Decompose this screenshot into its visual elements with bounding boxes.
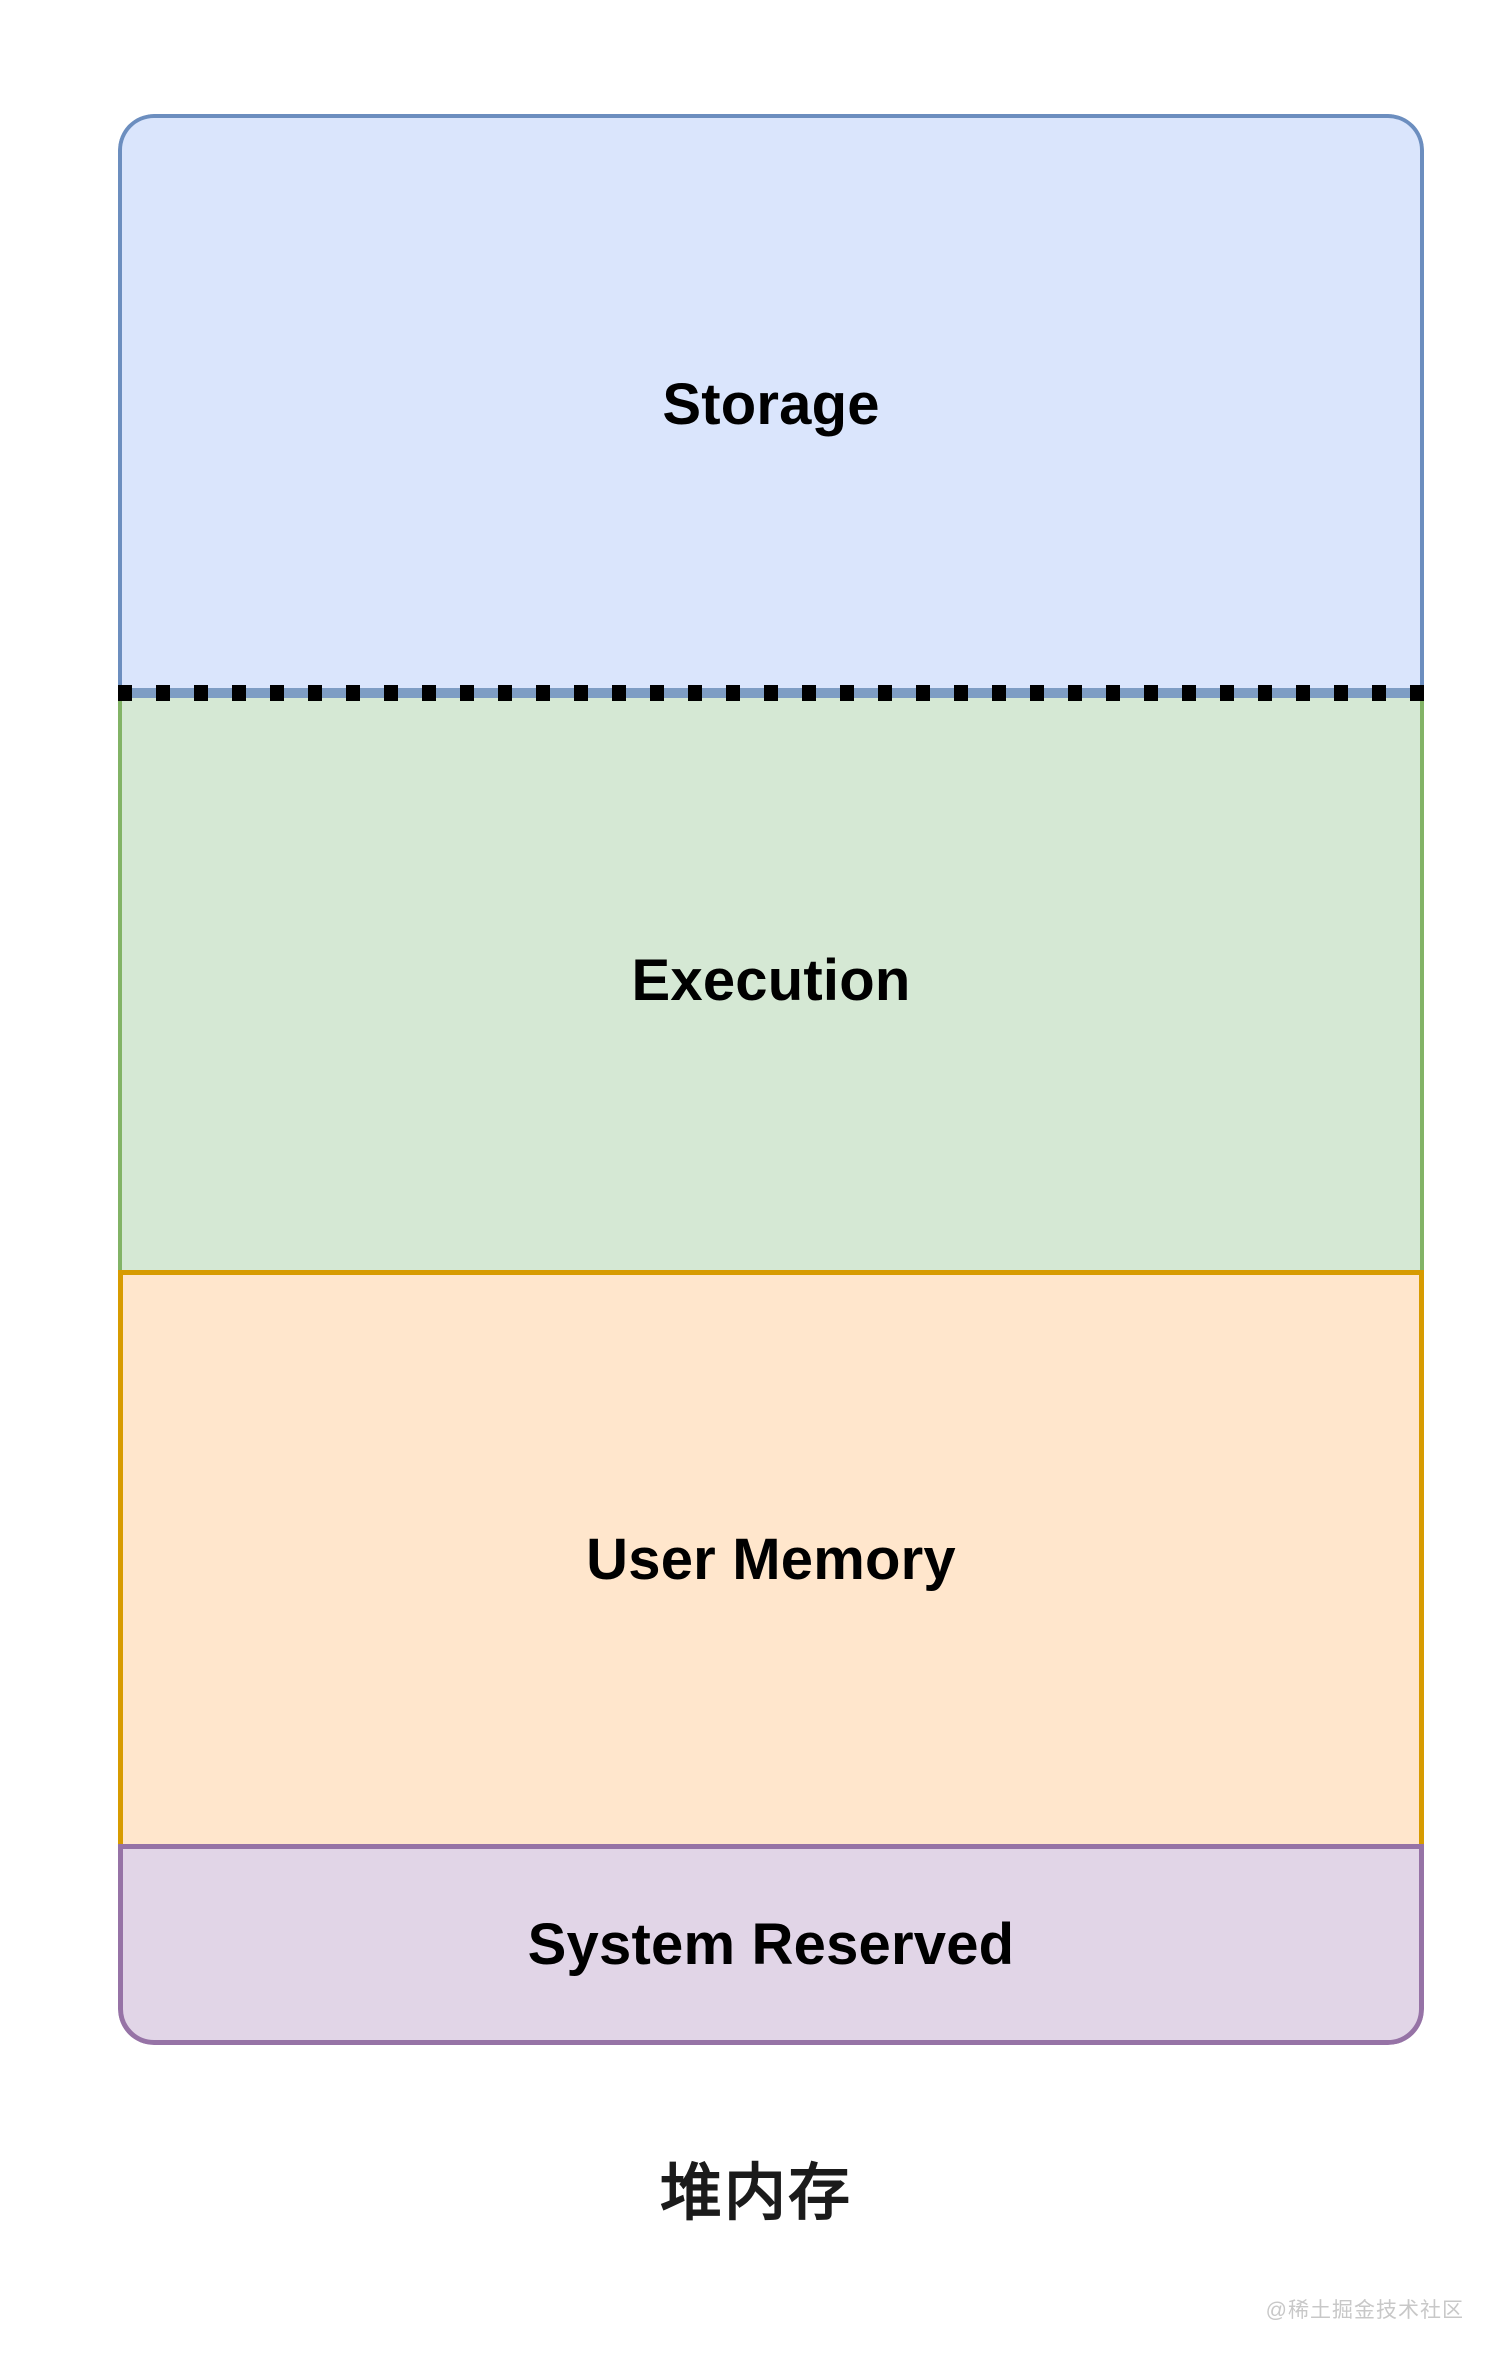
diagram-caption: 堆内存 — [659, 2159, 852, 2228]
heap-memory-diagram: Storage Execution User Memory System Res… — [118, 114, 1424, 2045]
region-storage-label: Storage — [662, 372, 880, 437]
region-user-memory: User Memory — [118, 1270, 1424, 1844]
region-system-reserved: System Reserved — [118, 1844, 1424, 2045]
watermark: @稀土掘金技术社区 — [1265, 2299, 1464, 2322]
region-user-memory-label: User Memory — [586, 1526, 956, 1592]
region-execution: Execution — [118, 692, 1424, 1270]
region-execution-label: Execution — [631, 948, 911, 1013]
dotted-line-pattern — [118, 685, 1424, 701]
region-storage: Storage — [118, 114, 1424, 692]
storage-execution-dotted-divider — [118, 685, 1424, 701]
region-system-reserved-label: System Reserved — [527, 1911, 1015, 1977]
